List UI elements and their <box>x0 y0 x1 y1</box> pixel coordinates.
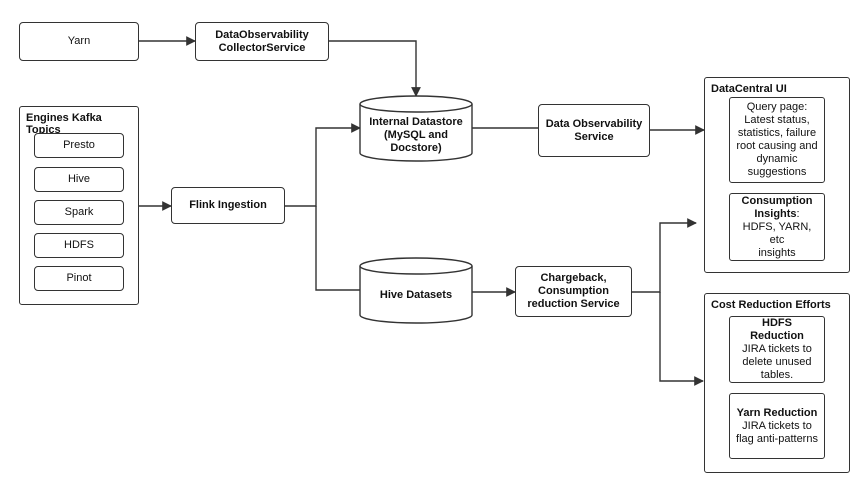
hive-datasets-cylinder <box>359 266 473 324</box>
engine-item-label: Hive <box>67 173 90 185</box>
data-observability-service-node: Data Observability Service <box>538 104 650 157</box>
engine-item-hdfs: HDFS <box>34 233 124 258</box>
internal-datastore-label: Internal Datastore (MySQL and Docstore) <box>369 115 463 154</box>
hdfs-reduction-heading: HDFS Reduction <box>750 317 804 342</box>
edge-flink-to-hive-datasets <box>315 206 360 291</box>
edge-chargeback-to-datacentral <box>632 218 697 293</box>
consumption-insights-colon: : <box>796 207 800 220</box>
query-page-text: Query page: Latest status, statistics, f… <box>736 101 818 178</box>
engine-item-spark: Spark <box>34 200 124 225</box>
consumption-insights-body: HDFS, YARN, etc insights <box>742 220 812 259</box>
cost-reduction-group-title: Cost Reduction Efforts <box>711 299 831 311</box>
hive-datasets-label: Hive Datasets <box>379 288 453 301</box>
collector-service-node: DataObservability CollectorService <box>195 22 329 61</box>
yarn-reduction-body: JIRA tickets to flag anti-patterns <box>736 419 818 445</box>
query-page-card: Query page: Latest status, statistics, f… <box>729 97 825 183</box>
flink-ingestion-node: Flink Ingestion <box>171 187 285 224</box>
engine-item-hive: Hive <box>34 167 124 192</box>
chargeback-service-label: Chargeback, Consumption reduction Servic… <box>527 272 620 310</box>
datastore-cylinder <box>359 104 473 162</box>
hive-datasets-cylinder-top <box>359 257 473 275</box>
engine-item-label: Spark <box>64 206 94 218</box>
engine-item-label: Pinot <box>66 272 92 284</box>
yarn-reduction-card: Yarn Reduction JIRA tickets to flag anti… <box>729 393 825 459</box>
engine-item-pinot: Pinot <box>34 266 124 291</box>
yarn-node: Yarn <box>19 22 139 61</box>
datastore-cylinder-top <box>359 95 473 113</box>
engine-item-presto: Presto <box>34 133 124 158</box>
engine-item-label: Presto <box>63 139 95 151</box>
engine-item-label: HDFS <box>64 239 94 251</box>
edge-flink-to-datastore <box>285 123 361 207</box>
edge-chargeback-to-costreduction <box>659 292 704 386</box>
consumption-insights-heading: Consumption Insights <box>741 194 813 220</box>
consumption-insights-card: Consumption Insights: HDFS, YARN, etc in… <box>729 193 825 261</box>
edge-collector-to-datastore <box>329 40 421 97</box>
datacentral-group-title: DataCentral UI <box>711 83 787 95</box>
collector-service-label: DataObservability CollectorService <box>215 28 309 54</box>
hdfs-reduction-body: JIRA tickets to delete unused tables. <box>742 343 812 381</box>
chargeback-service-node: Chargeback, Consumption reduction Servic… <box>515 266 632 317</box>
yarn-label: Yarn <box>67 35 91 47</box>
hdfs-reduction-card: HDFS Reduction JIRA tickets to delete un… <box>729 316 825 383</box>
yarn-reduction-heading: Yarn Reduction <box>736 406 818 419</box>
data-observability-service-label: Data Observability Service <box>545 117 643 143</box>
flink-ingestion-label: Flink Ingestion <box>189 199 267 211</box>
